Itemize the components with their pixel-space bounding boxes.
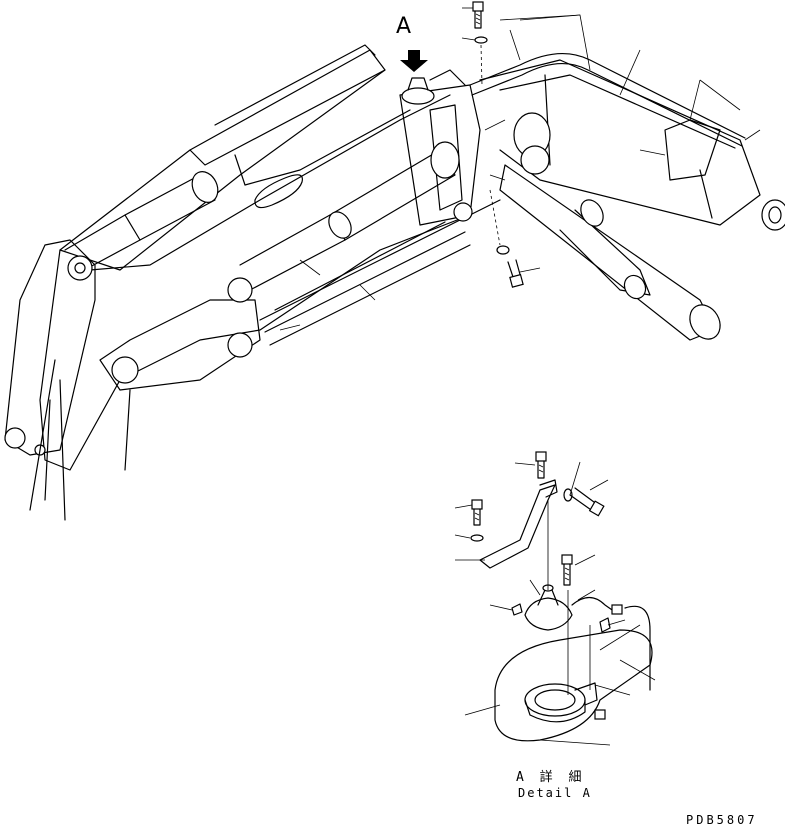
boom-assembly: [4, 44, 501, 521]
detail-a-view: [454, 451, 656, 746]
detail-title-jp: A 詳 細: [516, 770, 586, 785]
arm-assembly: [469, 52, 785, 341]
view-marker-label: A: [396, 14, 412, 39]
view-arrow-icon: [400, 50, 428, 72]
bolt-icon: [461, 1, 488, 86]
callout-leaders: [279, 14, 761, 331]
bolt-icon: [489, 189, 541, 288]
drawing-code: PDB5807: [686, 813, 758, 827]
sensor-on-boom: [401, 69, 466, 105]
detail-title-en: Detail A: [518, 786, 592, 800]
